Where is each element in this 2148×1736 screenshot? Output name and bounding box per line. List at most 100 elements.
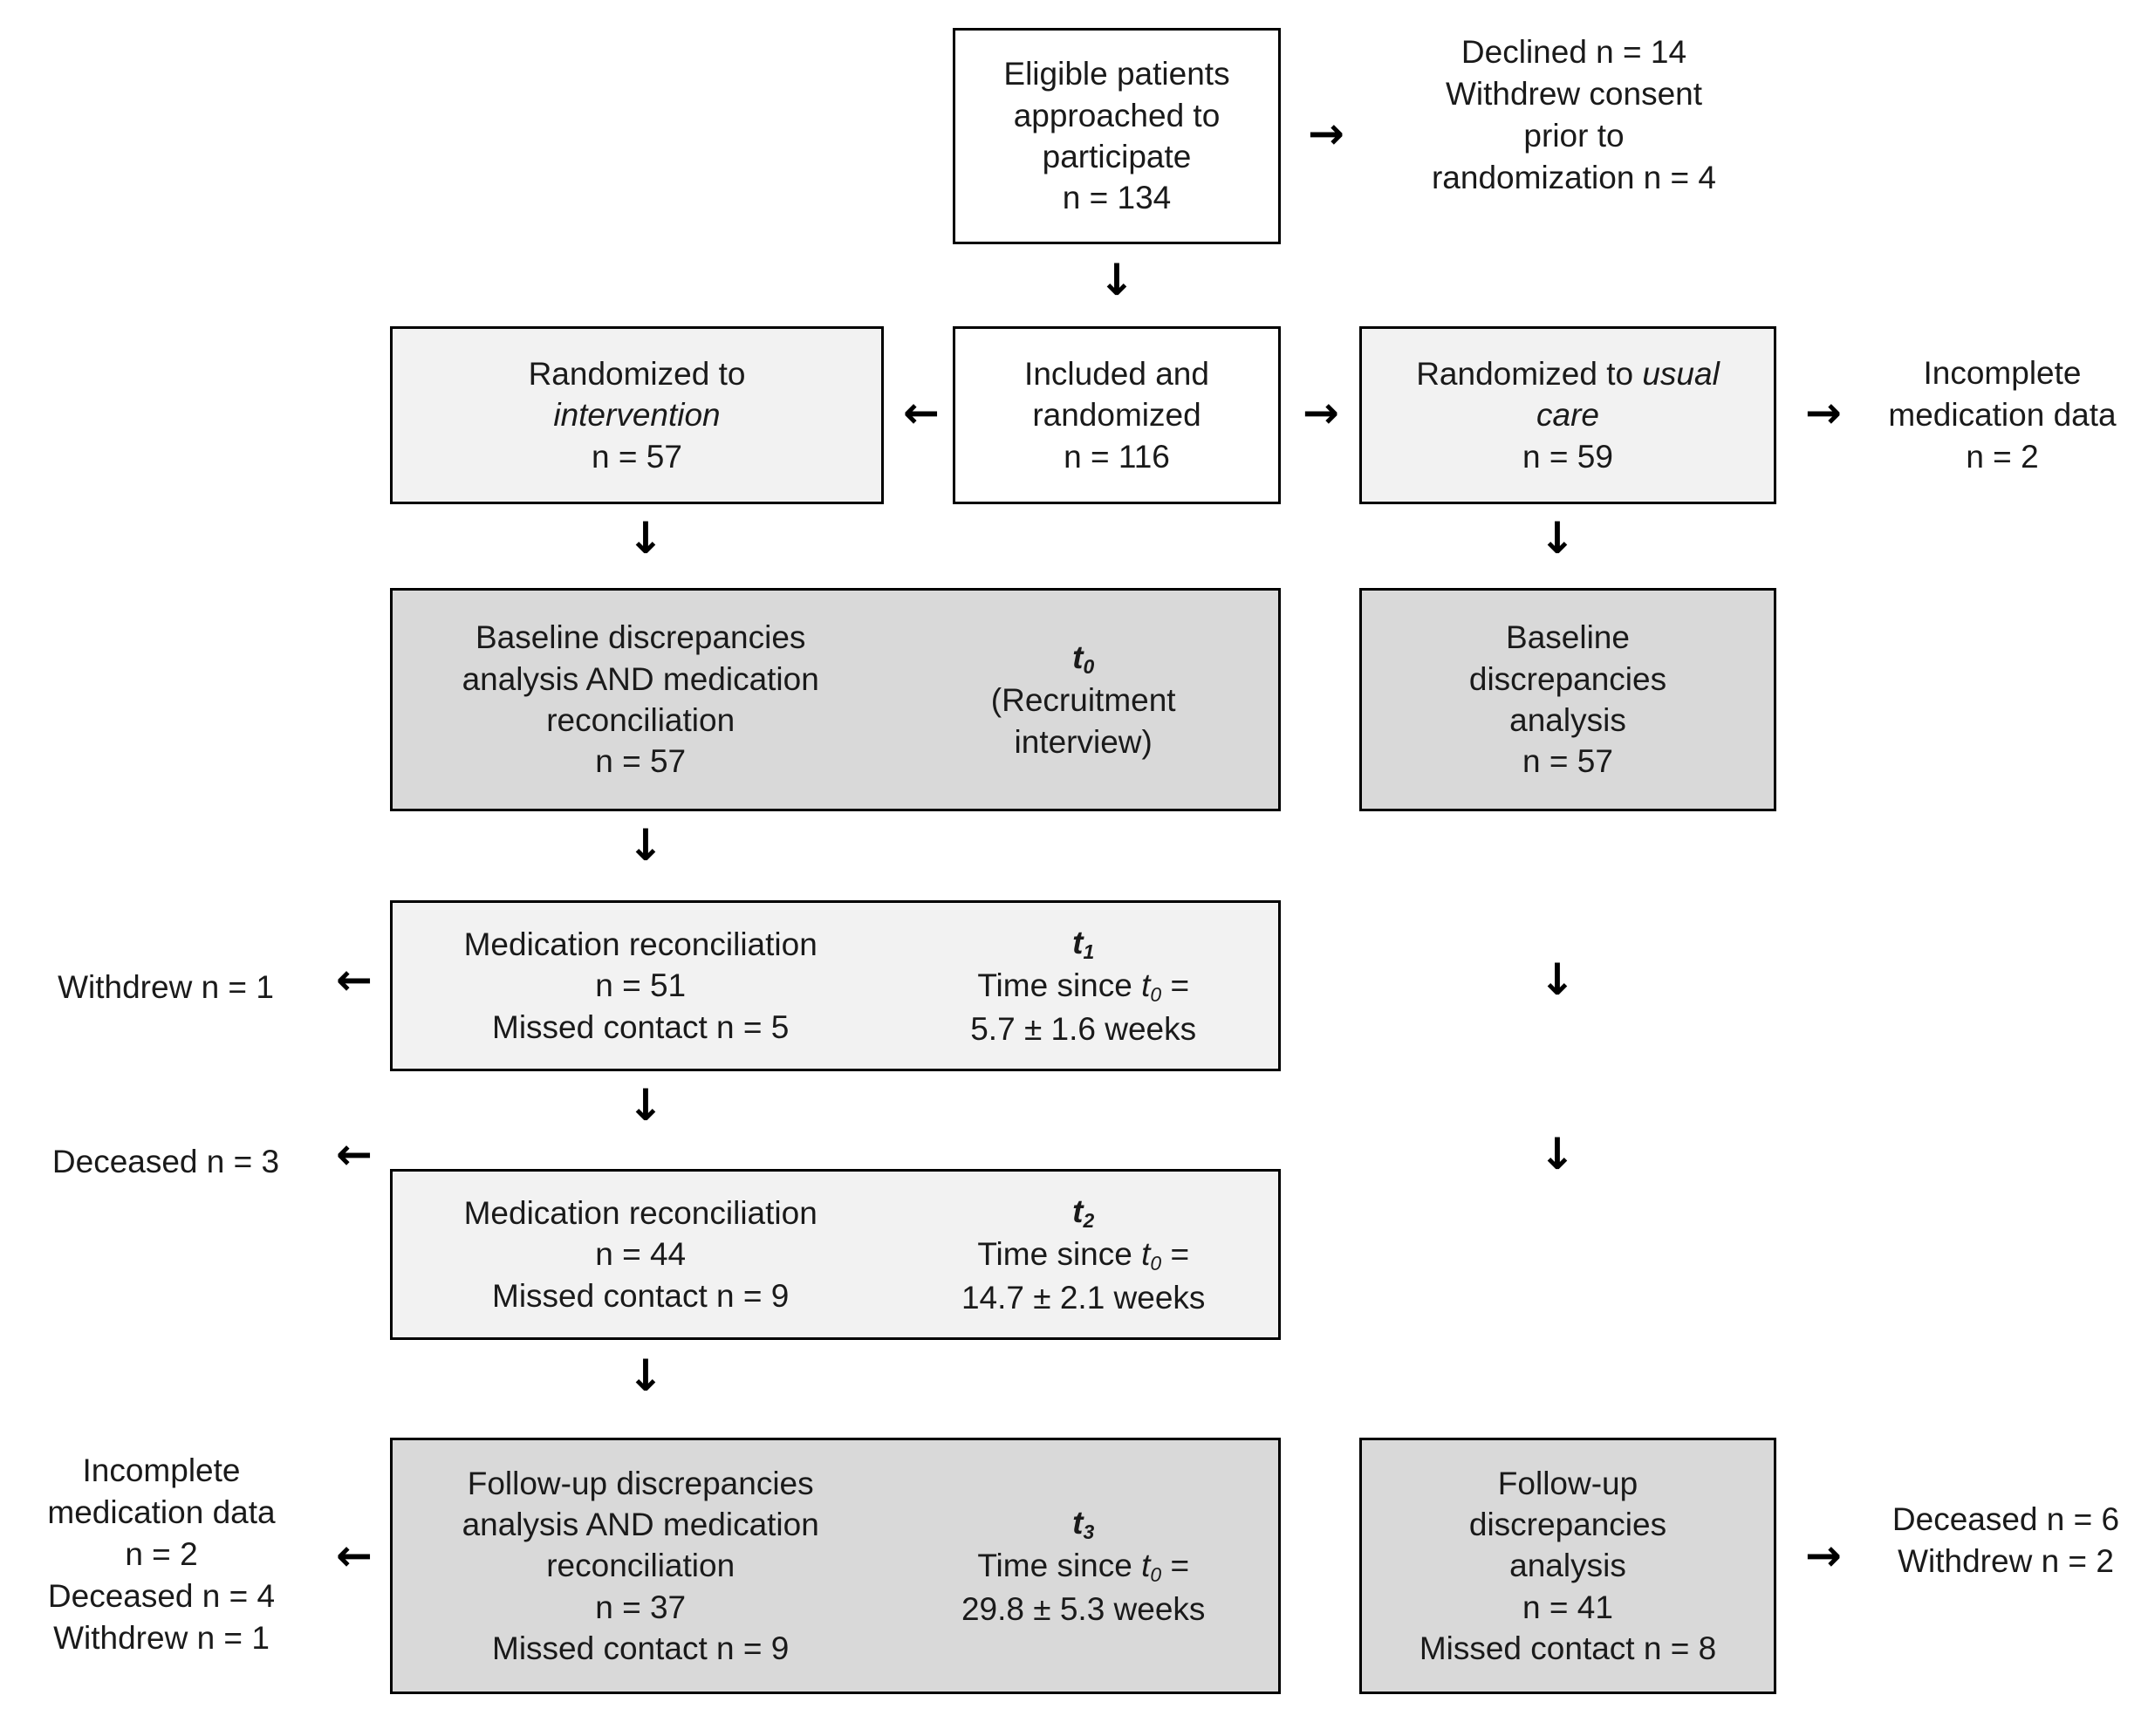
followup-uc-line1: Follow-up [1497, 1465, 1638, 1501]
rand-usual-line2: care [1536, 397, 1599, 434]
annotation-losses-t3-right: Deceased n = 6 Withdrew n = 2 [1862, 1499, 2148, 1582]
t1-time-t0-subscript: 0 [1150, 983, 1162, 1007]
arrow-down-t1-to-t2: ↓ [627, 1080, 664, 1131]
rand-usual-line1-b: usual [1642, 355, 1720, 392]
t2-line3: Missed contact n = 9 [492, 1277, 790, 1314]
declined-line3: prior to [1523, 118, 1625, 154]
box-baseline-intervention: Baseline discrepancies analysis AND medi… [390, 588, 1281, 811]
t3-subscript: 3 [1083, 1520, 1095, 1543]
losses-t3-left-line1: Incomplete [82, 1452, 241, 1488]
t3-line3: reconciliation [546, 1548, 735, 1584]
rand-intervention-line1: Randomized to [528, 355, 746, 392]
arrow-left-included-to-intervention: ← [903, 387, 940, 438]
eligible-line1: Eligible patients [1003, 56, 1230, 92]
declined-line2: Withdrew consent [1445, 76, 1703, 113]
baseline-int-line3: reconciliation [546, 702, 735, 738]
box-randomized-intervention: Randomized to intervention n = 57 [390, 326, 884, 504]
t2-letter: t [1072, 1193, 1084, 1229]
t2-time-prefix: Time since [977, 1236, 1142, 1273]
box-medication-reconciliation-t1: Medication reconciliation n = 51 Missed … [390, 900, 1281, 1071]
t3-line4: n = 37 [595, 1589, 687, 1625]
t0-letter: t [1072, 639, 1084, 675]
arrow-down-eligible-to-included: ↓ [1098, 255, 1135, 305]
t2-time-label: t2 [888, 1191, 1278, 1234]
arrow-down-usual-care-to-baseline: ↓ [1539, 513, 1576, 564]
followup-uc-line5: Missed contact n = 8 [1419, 1630, 1717, 1667]
t3-time-line1: Time since t0 = [888, 1545, 1278, 1588]
arrow-right-usual-care-to-incomplete: → [1805, 387, 1842, 438]
t1-line1: Medication reconciliation [463, 926, 817, 962]
box-randomized-usual-care: Randomized to usual care n = 59 [1359, 326, 1776, 504]
rand-usual-line1-a: Randomized to [1416, 355, 1643, 392]
baseline-int-time-label: t0 [888, 637, 1278, 680]
t3-time-prefix: Time since [977, 1548, 1142, 1584]
arrow-down-t2-to-t3: ↓ [627, 1350, 664, 1401]
deceased-t2-line1: Deceased n = 3 [51, 1144, 280, 1179]
arrow-down-usual-care-t1: ↓ [1539, 954, 1576, 1005]
arrow-left-t3-losses: ← [336, 1530, 373, 1581]
included-line1: Included and [1024, 355, 1209, 392]
t1-letter: t [1072, 925, 1084, 960]
box-followup-discrepancies-t3: Follow-up discrepancies analysis AND med… [390, 1438, 1281, 1694]
t3-time-t0-letter: t [1141, 1548, 1151, 1584]
arrow-right-followup-uc-losses: → [1805, 1530, 1842, 1581]
incomplete-uc-line1: Incomplete [1923, 355, 2082, 391]
annotation-losses-t3-left: Incomplete medication data n = 2 Decease… [9, 1450, 314, 1659]
annotation-deceased-t2: Deceased n = 3 [17, 1141, 314, 1183]
rand-intervention-line3: n = 57 [592, 438, 682, 475]
box-followup-usual-care: Follow-up discrepancies analysis n = 41 … [1359, 1438, 1776, 1694]
t0-subscript: 0 [1083, 654, 1095, 678]
arrow-down-usual-care-t2: ↓ [1539, 1129, 1576, 1179]
annotation-incomplete-medication-usual-care: Incomplete medication data n = 2 [1858, 352, 2146, 478]
declined-line4: randomization n = 4 [1431, 160, 1716, 196]
arrow-left-t1-withdrew: ← [336, 954, 373, 1005]
annotation-withdrew-t1: Withdrew n = 1 [17, 967, 314, 1008]
rand-usual-line1: Randomized to usual [1374, 353, 1761, 394]
t3-time-line2: 29.8 ± 5.3 weeks [961, 1590, 1206, 1627]
incomplete-uc-line3: n = 2 [1966, 439, 2039, 475]
t2-line2: n = 44 [595, 1236, 687, 1273]
t2-time-t0-letter: t [1141, 1236, 1151, 1273]
t3-letter: t [1072, 1505, 1084, 1541]
baseline-uc-line2: discrepancies [1468, 660, 1667, 697]
arrow-right-eligible-to-declined: → [1308, 108, 1344, 159]
eligible-line3: participate [1042, 139, 1192, 174]
followup-uc-line4: n = 41 [1522, 1589, 1613, 1625]
box-included-randomized: Included and randomized n = 116 [953, 326, 1281, 504]
t1-line2: n = 51 [595, 967, 687, 1004]
t3-line1: Follow-up discrepancies [467, 1465, 814, 1501]
baseline-int-line4: n = 57 [595, 743, 687, 780]
rand-intervention-line2: intervention [553, 397, 721, 434]
t2-line1: Medication reconciliation [463, 1194, 817, 1231]
box-baseline-usual-care: Baseline discrepancies analysis n = 57 [1359, 588, 1776, 811]
withdrew-t1-line1: Withdrew n = 1 [58, 969, 274, 1005]
baseline-int-time-line2: interview) [1014, 723, 1153, 760]
t1-line3: Missed contact n = 5 [492, 1008, 790, 1045]
annotation-declined: Declined n = 14 Withdrew consent prior t… [1356, 31, 1792, 199]
box-eligible-patients: Eligible patients approached to particip… [953, 28, 1281, 244]
baseline-int-line2: analysis AND medication [462, 660, 819, 697]
arrow-down-baseline-to-t1: ↓ [627, 820, 664, 871]
t1-time-line1: Time since t0 = [888, 965, 1278, 1008]
followup-uc-line3: analysis [1509, 1548, 1626, 1584]
baseline-uc-line3: analysis [1509, 702, 1626, 738]
t3-time-suffix: = [1161, 1548, 1190, 1584]
t2-time-line1: Time since t0 = [888, 1234, 1278, 1276]
baseline-uc-line1: Baseline [1506, 619, 1630, 656]
losses-t3-right-line1: Deceased n = 6 [1891, 1501, 2120, 1537]
t3-time-label: t3 [888, 1502, 1278, 1545]
eligible-line2: approached to [1013, 97, 1221, 133]
declined-line1: Declined n = 14 [1461, 34, 1687, 70]
t1-time-suffix: = [1161, 967, 1190, 1004]
losses-t3-left-line3: n = 2 [125, 1536, 198, 1573]
arrow-left-t2-deceased: ← [336, 1129, 373, 1179]
eligible-line4: n = 134 [1062, 180, 1172, 216]
t3-line2: analysis AND medication [462, 1506, 819, 1542]
included-line2: randomized [1032, 397, 1201, 434]
t1-subscript: 1 [1083, 940, 1095, 963]
baseline-int-line1: Baseline discrepancies [475, 619, 806, 656]
t2-subscript: 2 [1083, 1208, 1095, 1232]
t1-time-label: t1 [888, 922, 1278, 965]
incomplete-uc-line2: medication data [1888, 397, 2117, 434]
